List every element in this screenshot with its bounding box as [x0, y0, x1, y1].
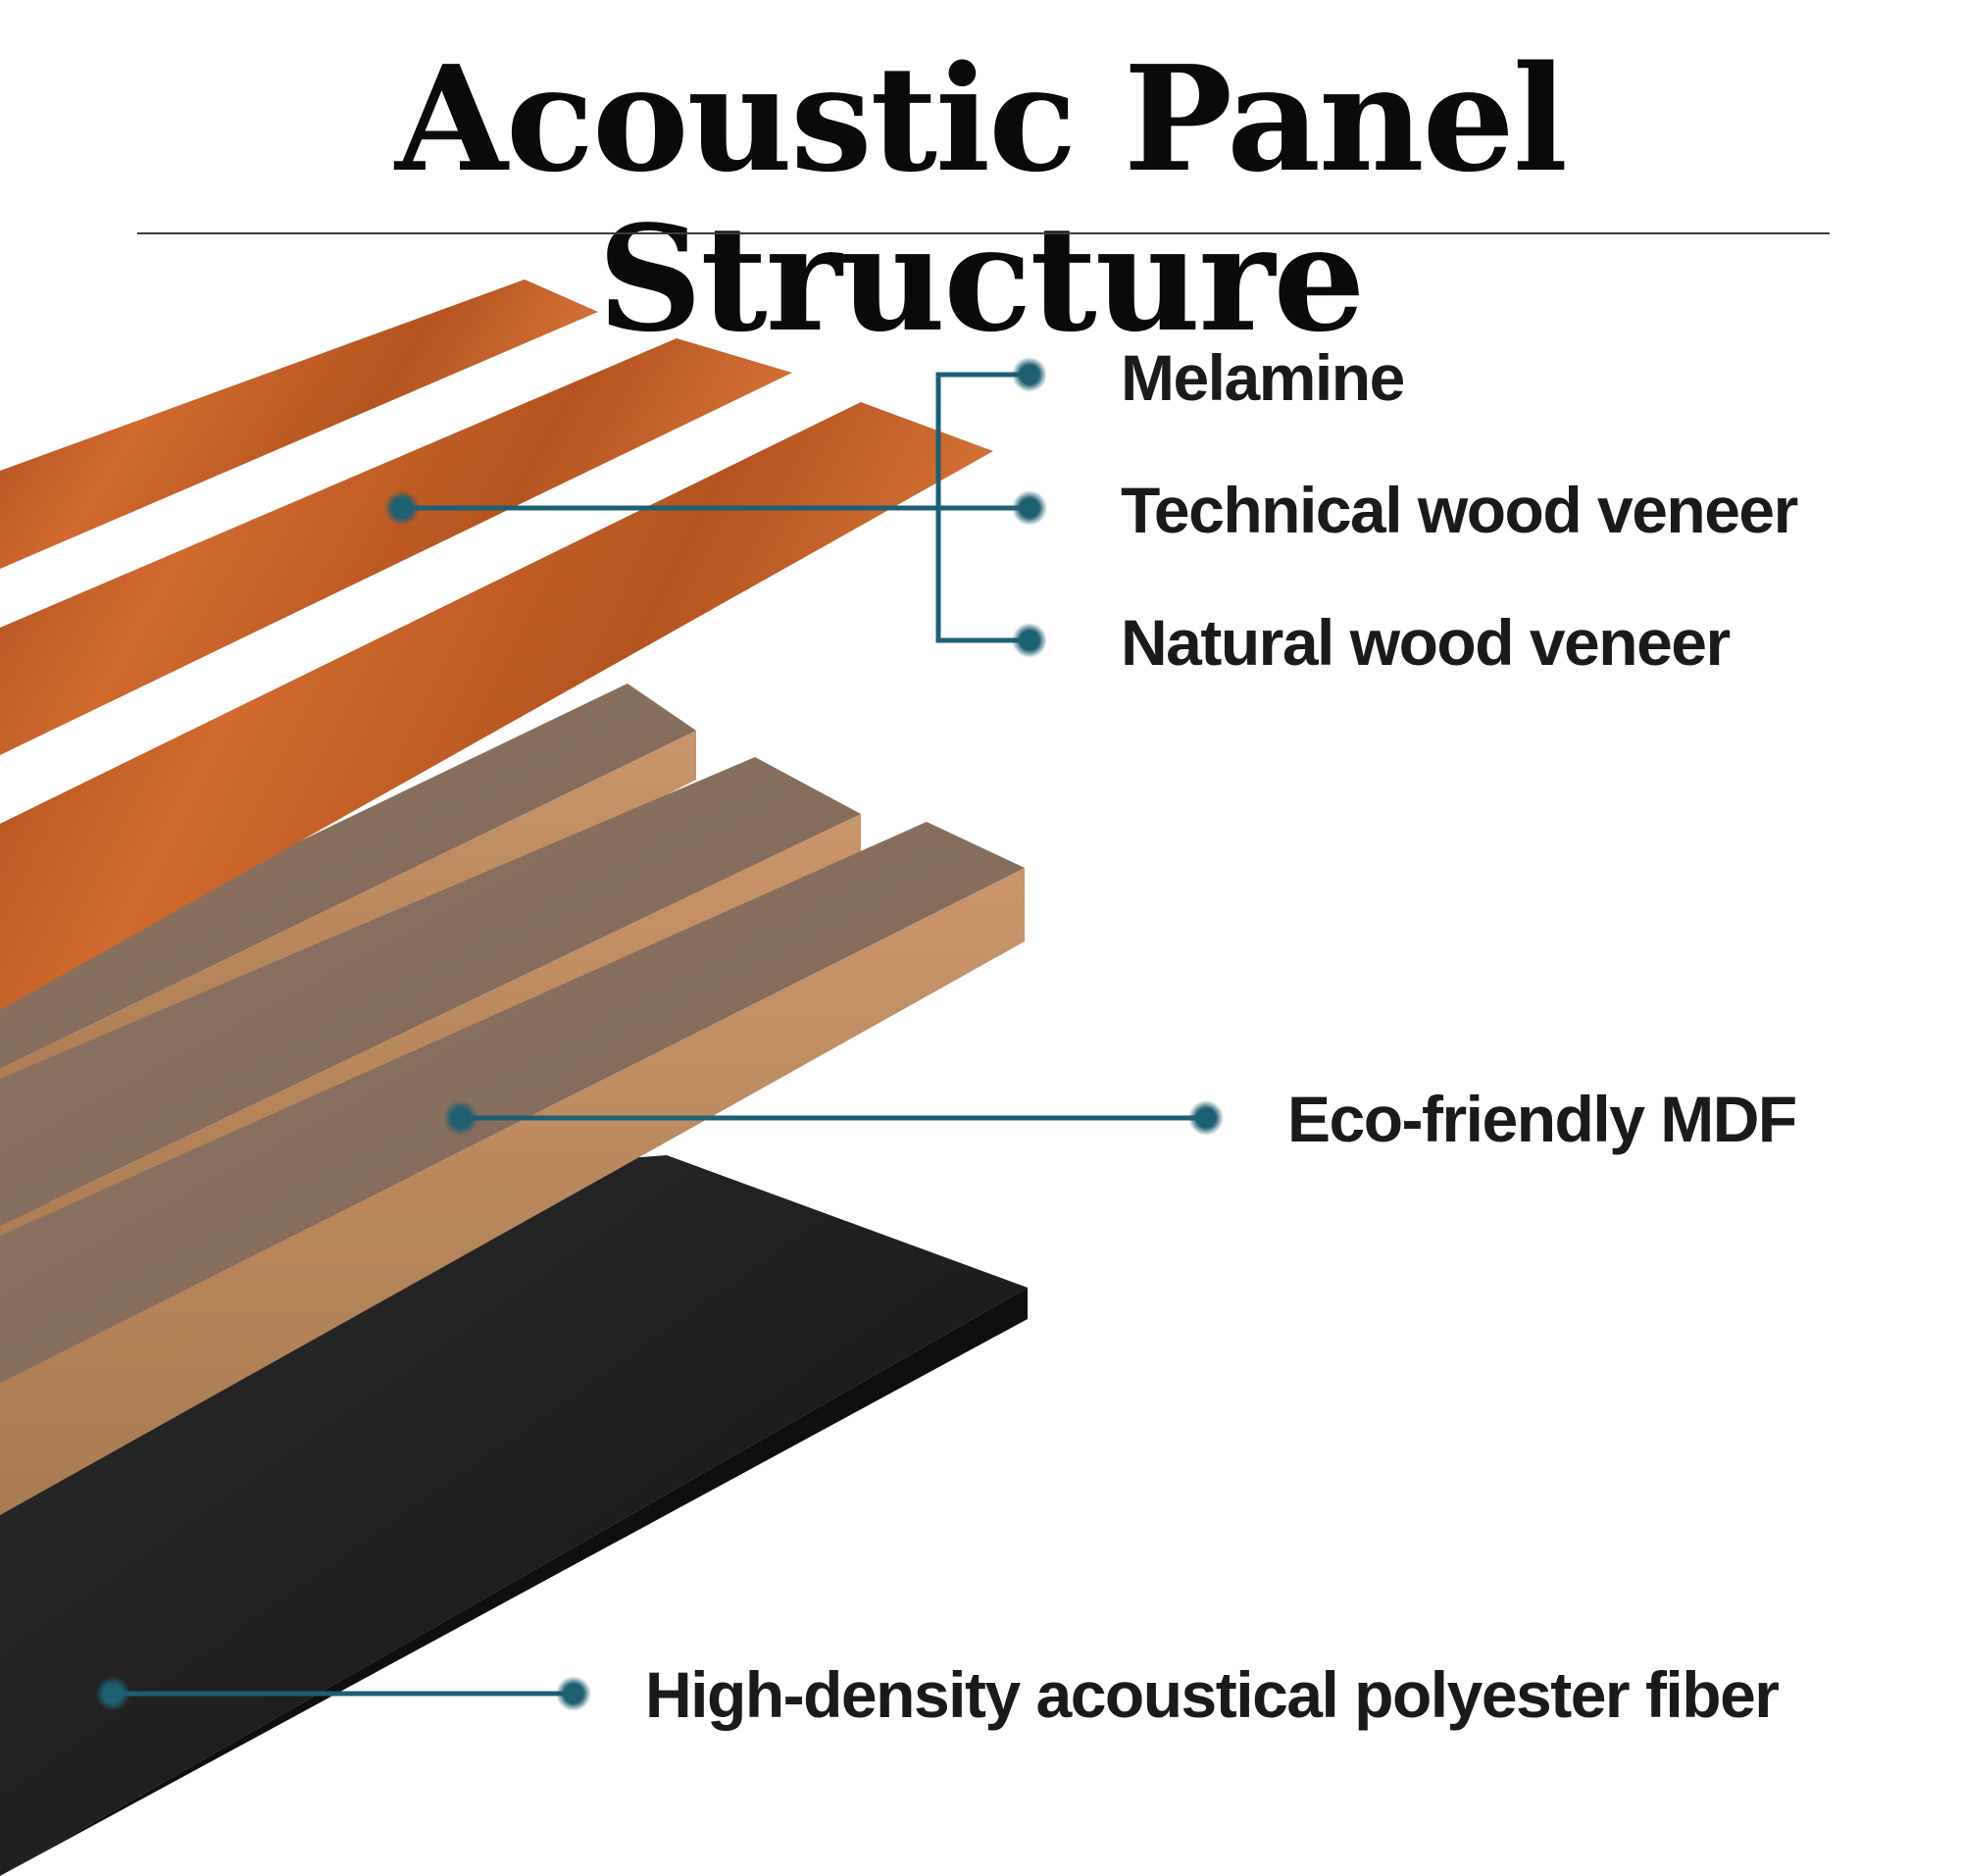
label-melamine: Melamine	[1121, 341, 1405, 414]
page-title: Acoustic Panel Structure	[394, 33, 1568, 364]
dot-fiber	[556, 1676, 591, 1711]
connector-lines	[113, 372, 1206, 1697]
label-technical-wood-veneer: Technical wood veneer	[1121, 474, 1798, 546]
connector-dots	[95, 357, 1224, 1711]
dot-mdf	[1188, 1100, 1224, 1136]
veneer-strip-1	[0, 279, 598, 569]
label-polyester-fiber: High-density acoustical polyester fiber	[645, 1658, 1780, 1731]
dot-veneer-source	[384, 490, 420, 526]
mdf-slat-3	[0, 822, 1025, 1515]
dot-technical-veneer	[1012, 490, 1047, 526]
label-eco-friendly-mdf: Eco-friendly MDF	[1287, 1083, 1797, 1155]
veneer-strip-3	[0, 402, 993, 1010]
dot-melamine	[1012, 357, 1047, 392]
dot-mdf-source	[443, 1100, 478, 1136]
title-divider	[137, 232, 1830, 234]
label-natural-wood-veneer: Natural wood veneer	[1121, 606, 1731, 679]
dot-fiber-source	[95, 1676, 130, 1711]
veneer-strip-2	[0, 338, 792, 755]
dot-natural-veneer	[1012, 623, 1047, 658]
